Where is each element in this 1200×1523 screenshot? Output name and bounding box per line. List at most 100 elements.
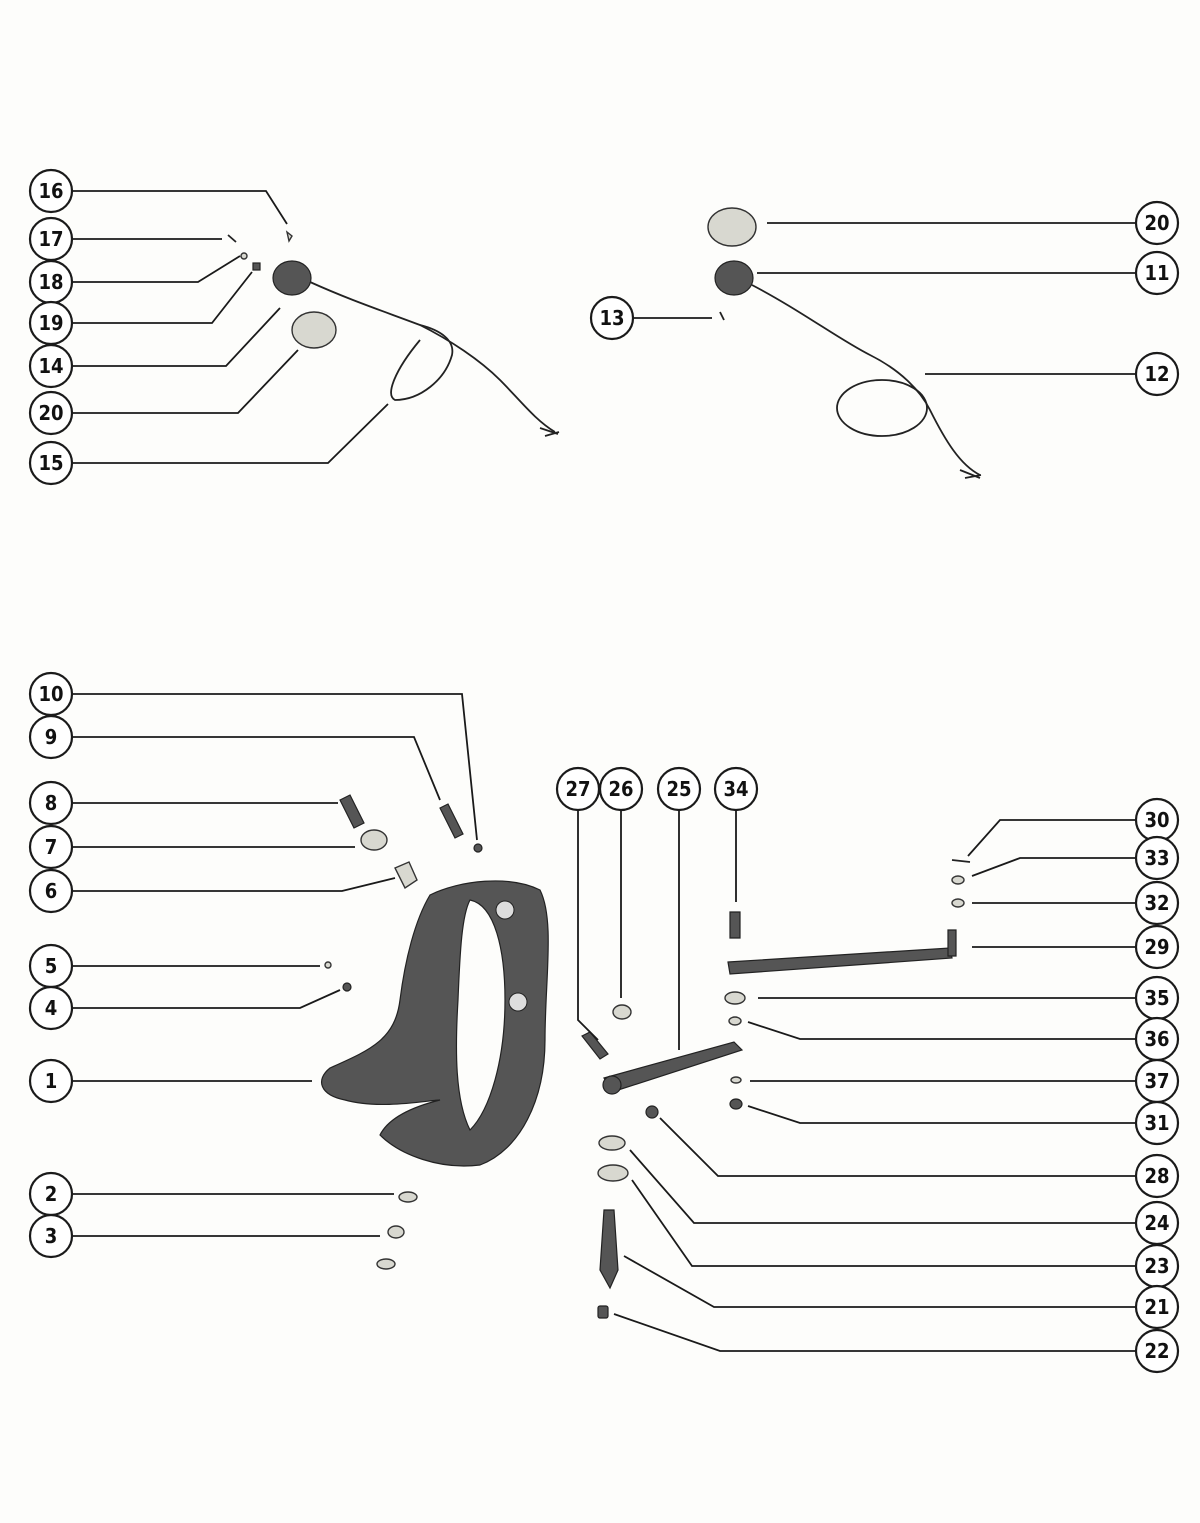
leader-21 bbox=[623, 1255, 1135, 1308]
cap-part-22 bbox=[597, 1305, 609, 1319]
callout-label-13: 13 bbox=[599, 306, 624, 330]
sender-assembly-left bbox=[227, 230, 560, 437]
grease-fitting-part-21 bbox=[599, 1209, 619, 1290]
leader-9 bbox=[72, 736, 441, 801]
callout-label-22: 22 bbox=[1144, 1339, 1169, 1363]
washer-part-32 bbox=[951, 898, 965, 908]
callout-label-37: 37 bbox=[1144, 1069, 1169, 1093]
washer-part-24 bbox=[598, 1135, 626, 1151]
swivel-bracket-part-1 bbox=[320, 880, 549, 1167]
nut-part-10 bbox=[473, 843, 483, 853]
callout-label-25: 25 bbox=[666, 777, 691, 801]
callout-label-19: 19 bbox=[38, 311, 63, 335]
callout-15: 15 bbox=[28, 440, 74, 486]
leader-22 bbox=[613, 1313, 1135, 1352]
callout-21: 21 bbox=[1134, 1284, 1180, 1330]
bracket-boss-upper bbox=[495, 900, 515, 920]
callout-23: 23 bbox=[1134, 1243, 1180, 1289]
rod-elbow bbox=[947, 929, 957, 957]
callout-label-26: 26 bbox=[608, 777, 633, 801]
wire-loop-part-15 bbox=[390, 324, 454, 401]
callout-20b: 20 bbox=[1134, 200, 1180, 246]
callout-20a: 20 bbox=[28, 390, 74, 436]
callout-label-12: 12 bbox=[1144, 362, 1169, 386]
callout-36: 36 bbox=[1134, 1016, 1180, 1062]
leader-24 bbox=[629, 1149, 1135, 1224]
nut-part-19 bbox=[252, 262, 261, 271]
leader-36 bbox=[747, 1021, 1135, 1040]
washer-part-5 bbox=[324, 961, 332, 969]
leader-lines bbox=[72, 190, 1135, 1352]
leader-6 bbox=[72, 877, 396, 892]
callout-label-11: 11 bbox=[1144, 261, 1169, 285]
cover-part-20-right bbox=[707, 207, 757, 247]
callout-28: 28 bbox=[1134, 1153, 1180, 1199]
bracket-opening bbox=[455, 899, 506, 1132]
leader-31 bbox=[747, 1105, 1135, 1124]
pin-part-17 bbox=[227, 234, 237, 243]
callout-10: 10 bbox=[28, 671, 74, 717]
callout-label-9: 9 bbox=[45, 725, 58, 749]
wire-loop-part-12 bbox=[836, 379, 928, 437]
callout-label-34: 34 bbox=[723, 777, 748, 801]
callout-1: 1 bbox=[28, 1058, 74, 1104]
swivel-bracket-assembly bbox=[320, 794, 549, 1270]
bushing-part-6 bbox=[394, 861, 418, 890]
leader-28 bbox=[659, 1117, 1135, 1177]
callout-29: 29 bbox=[1134, 924, 1180, 970]
washer-part-18 bbox=[240, 252, 248, 260]
sender-assembly-right bbox=[707, 207, 982, 479]
sender-wire-right bbox=[751, 284, 981, 476]
nut-part-3 bbox=[387, 1225, 405, 1239]
leader-30 bbox=[967, 819, 1135, 857]
callout-label-23: 23 bbox=[1144, 1254, 1169, 1278]
callout-label-27: 27 bbox=[565, 777, 590, 801]
bracket-boss-lower bbox=[508, 992, 528, 1012]
callout-label-17: 17 bbox=[38, 227, 63, 251]
callout-label-18: 18 bbox=[38, 270, 63, 294]
callout-label-35: 35 bbox=[1144, 986, 1169, 1010]
callout-label-31: 31 bbox=[1144, 1111, 1169, 1135]
callout-37: 37 bbox=[1134, 1058, 1180, 1104]
callout-31: 31 bbox=[1134, 1100, 1180, 1146]
callout-35: 35 bbox=[1134, 975, 1180, 1021]
callout-14: 14 bbox=[28, 343, 74, 389]
screw-part-34 bbox=[729, 911, 741, 939]
nut-part-4 bbox=[342, 982, 352, 992]
leader-16 bbox=[72, 190, 288, 225]
callout-label-6: 6 bbox=[45, 879, 58, 903]
callout-3: 3 bbox=[28, 1213, 74, 1259]
washer-lower bbox=[376, 1258, 396, 1270]
sender-unit-part-14 bbox=[272, 260, 312, 296]
callout-24: 24 bbox=[1134, 1200, 1180, 1246]
callout-12: 12 bbox=[1134, 351, 1180, 397]
callout-32: 32 bbox=[1134, 880, 1180, 926]
nut-part-26 bbox=[612, 1004, 632, 1020]
callout-4: 4 bbox=[28, 985, 74, 1031]
sender-wire bbox=[309, 281, 556, 433]
callout-label-28: 28 bbox=[1144, 1164, 1169, 1188]
callout-label-30: 30 bbox=[1144, 808, 1169, 832]
callout-label-15: 15 bbox=[38, 451, 63, 475]
callout-7: 7 bbox=[28, 824, 74, 870]
callout-25: 25 bbox=[656, 766, 702, 812]
leader-4 bbox=[72, 989, 341, 1009]
wire-terminals-left bbox=[539, 427, 560, 437]
leader-15 bbox=[72, 403, 389, 464]
callout-5: 5 bbox=[28, 943, 74, 989]
cover-part-20 bbox=[291, 311, 337, 349]
wire-terminals-right bbox=[959, 469, 982, 479]
callout-label-29: 29 bbox=[1144, 935, 1169, 959]
callout-label-5: 5 bbox=[45, 954, 58, 978]
leader-18 bbox=[72, 255, 241, 283]
callout-19: 19 bbox=[28, 300, 74, 346]
callout-label-16: 16 bbox=[38, 179, 63, 203]
callout-26: 26 bbox=[598, 766, 644, 812]
linkage-assembly bbox=[581, 859, 971, 1319]
washer-part-37 bbox=[730, 1076, 742, 1084]
nut-part-31 bbox=[729, 1098, 743, 1110]
leader-10 bbox=[72, 693, 478, 841]
callout-label-36: 36 bbox=[1144, 1027, 1169, 1051]
nut-part-28 bbox=[645, 1105, 659, 1119]
